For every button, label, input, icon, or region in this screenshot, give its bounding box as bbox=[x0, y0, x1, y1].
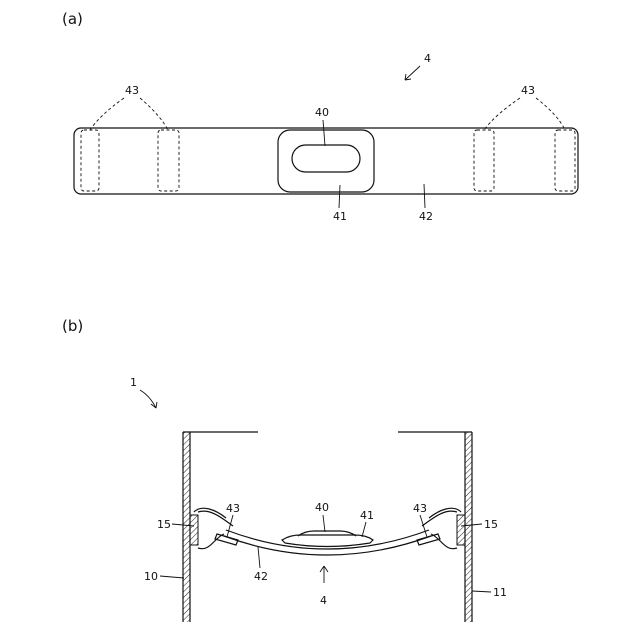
pad-right-b bbox=[417, 534, 440, 545]
label-15-right: 15 bbox=[484, 518, 498, 531]
leader-41-b bbox=[362, 522, 366, 537]
window-40 bbox=[292, 145, 360, 172]
leader-42-b bbox=[258, 547, 260, 568]
leader-42-a bbox=[424, 184, 425, 208]
label-41-b: 41 bbox=[360, 509, 374, 522]
arrow-4-a-shaft bbox=[405, 66, 420, 80]
band-outline bbox=[74, 128, 578, 194]
pad-right-inner bbox=[474, 130, 494, 191]
pad-left-outer bbox=[81, 130, 99, 191]
wall-right-hatch bbox=[465, 432, 472, 622]
leader-43-left-b bbox=[140, 98, 168, 130]
label-15-left: 15 bbox=[157, 518, 171, 531]
label-40-a: 40 bbox=[315, 106, 329, 119]
clip-right-upper-arm bbox=[422, 511, 457, 526]
label-1: 1 bbox=[130, 376, 137, 389]
clip-left-outer-loop bbox=[194, 508, 226, 518]
pad-left-b bbox=[215, 534, 238, 545]
leader-43-left-a bbox=[90, 98, 124, 130]
clip-right-block bbox=[457, 515, 465, 545]
label-43-left-b: 43 bbox=[226, 502, 240, 515]
label-10: 10 bbox=[144, 570, 158, 583]
pad-left-inner bbox=[158, 130, 179, 191]
label-43-left: 43 bbox=[125, 84, 139, 97]
label-42-a: 42 bbox=[419, 210, 433, 223]
label-11: 11 bbox=[493, 586, 507, 599]
leader-40-a bbox=[323, 120, 325, 146]
band-side-view bbox=[224, 530, 431, 555]
arrow-1-shaft bbox=[140, 390, 156, 408]
label-43-right-b: 43 bbox=[413, 502, 427, 515]
label-41-a: 41 bbox=[333, 210, 347, 223]
leader-40-b bbox=[323, 515, 325, 532]
clip-right-outer-loop bbox=[429, 508, 461, 518]
label-4-b: 4 bbox=[320, 594, 327, 607]
panel-a-tag: (a) bbox=[62, 10, 83, 28]
panel-b-tag: (b) bbox=[62, 317, 83, 335]
leader-41-a bbox=[339, 185, 340, 208]
clip-left-lower-arm bbox=[198, 534, 224, 549]
clip-right-lower-arm bbox=[431, 534, 457, 549]
label-43-right: 43 bbox=[521, 84, 535, 97]
wall-left-hatch bbox=[183, 432, 190, 622]
leader-11 bbox=[472, 591, 491, 592]
clip-left-block bbox=[190, 515, 198, 545]
pad-right-outer bbox=[555, 130, 575, 191]
leader-10 bbox=[160, 576, 184, 578]
panel-b: (b) 1 bbox=[62, 317, 507, 622]
label-42-b: 42 bbox=[254, 570, 268, 583]
label-40-b: 40 bbox=[315, 501, 329, 514]
leader-43-right-a bbox=[484, 98, 520, 130]
leader-43-right-b bbox=[536, 98, 565, 130]
panel-a: (a) 43 43 4 40 41 4 bbox=[62, 10, 578, 223]
leader-43-right-b bbox=[420, 515, 427, 537]
label-4-a: 4 bbox=[424, 52, 431, 65]
device-frame-b bbox=[282, 535, 373, 547]
band-top-view bbox=[74, 128, 578, 194]
